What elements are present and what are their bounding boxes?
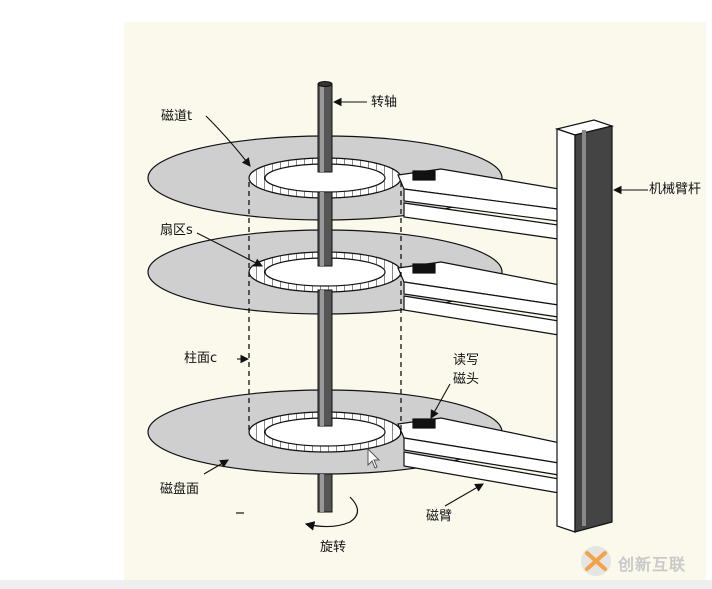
mechanical-arm-rod [554, 119, 615, 533]
cylinder-dashed-lines [248, 182, 402, 434]
label-cylinder: 柱面c [184, 351, 218, 366]
watermark-x-icon [581, 546, 611, 576]
label-sector: 扇区s [160, 223, 193, 238]
label-track: 磁道t [161, 109, 193, 124]
watermark-logo: 创新互联 [576, 544, 706, 578]
arm-top [397, 168, 566, 241]
rw-head-middle [412, 263, 436, 274]
watermark-text: 创新互联 [618, 555, 687, 574]
rw-head-top [412, 170, 436, 181]
cursor-icon [367, 447, 381, 469]
platter-bottom [147, 389, 503, 475]
label-spindle: 转轴 [371, 95, 398, 110]
label-rw-head: 读写 磁头 [453, 353, 480, 387]
bottom-strip [0, 580, 712, 589]
label-rotation: 旋转 [320, 540, 347, 555]
label-mechanical-arm-rod: 机械臂杆 [649, 182, 702, 197]
label-platter-surface: 磁盘面 [160, 482, 200, 497]
label-actuator-arm: 磁臂 [426, 509, 453, 524]
spindle [317, 81, 333, 513]
rotation-arrow [304, 496, 359, 531]
leader-lines [196, 97, 648, 507]
rw-head-bottom [412, 418, 436, 429]
